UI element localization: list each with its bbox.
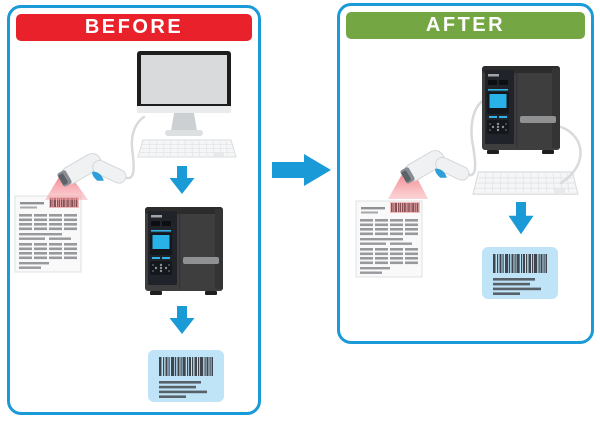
right-arrow-icon xyxy=(272,154,331,186)
after-header: AFTER xyxy=(346,12,585,39)
before-panel: BEFORE xyxy=(7,5,261,415)
after-panel: AFTER xyxy=(337,3,594,344)
before-header: BEFORE xyxy=(16,14,252,41)
